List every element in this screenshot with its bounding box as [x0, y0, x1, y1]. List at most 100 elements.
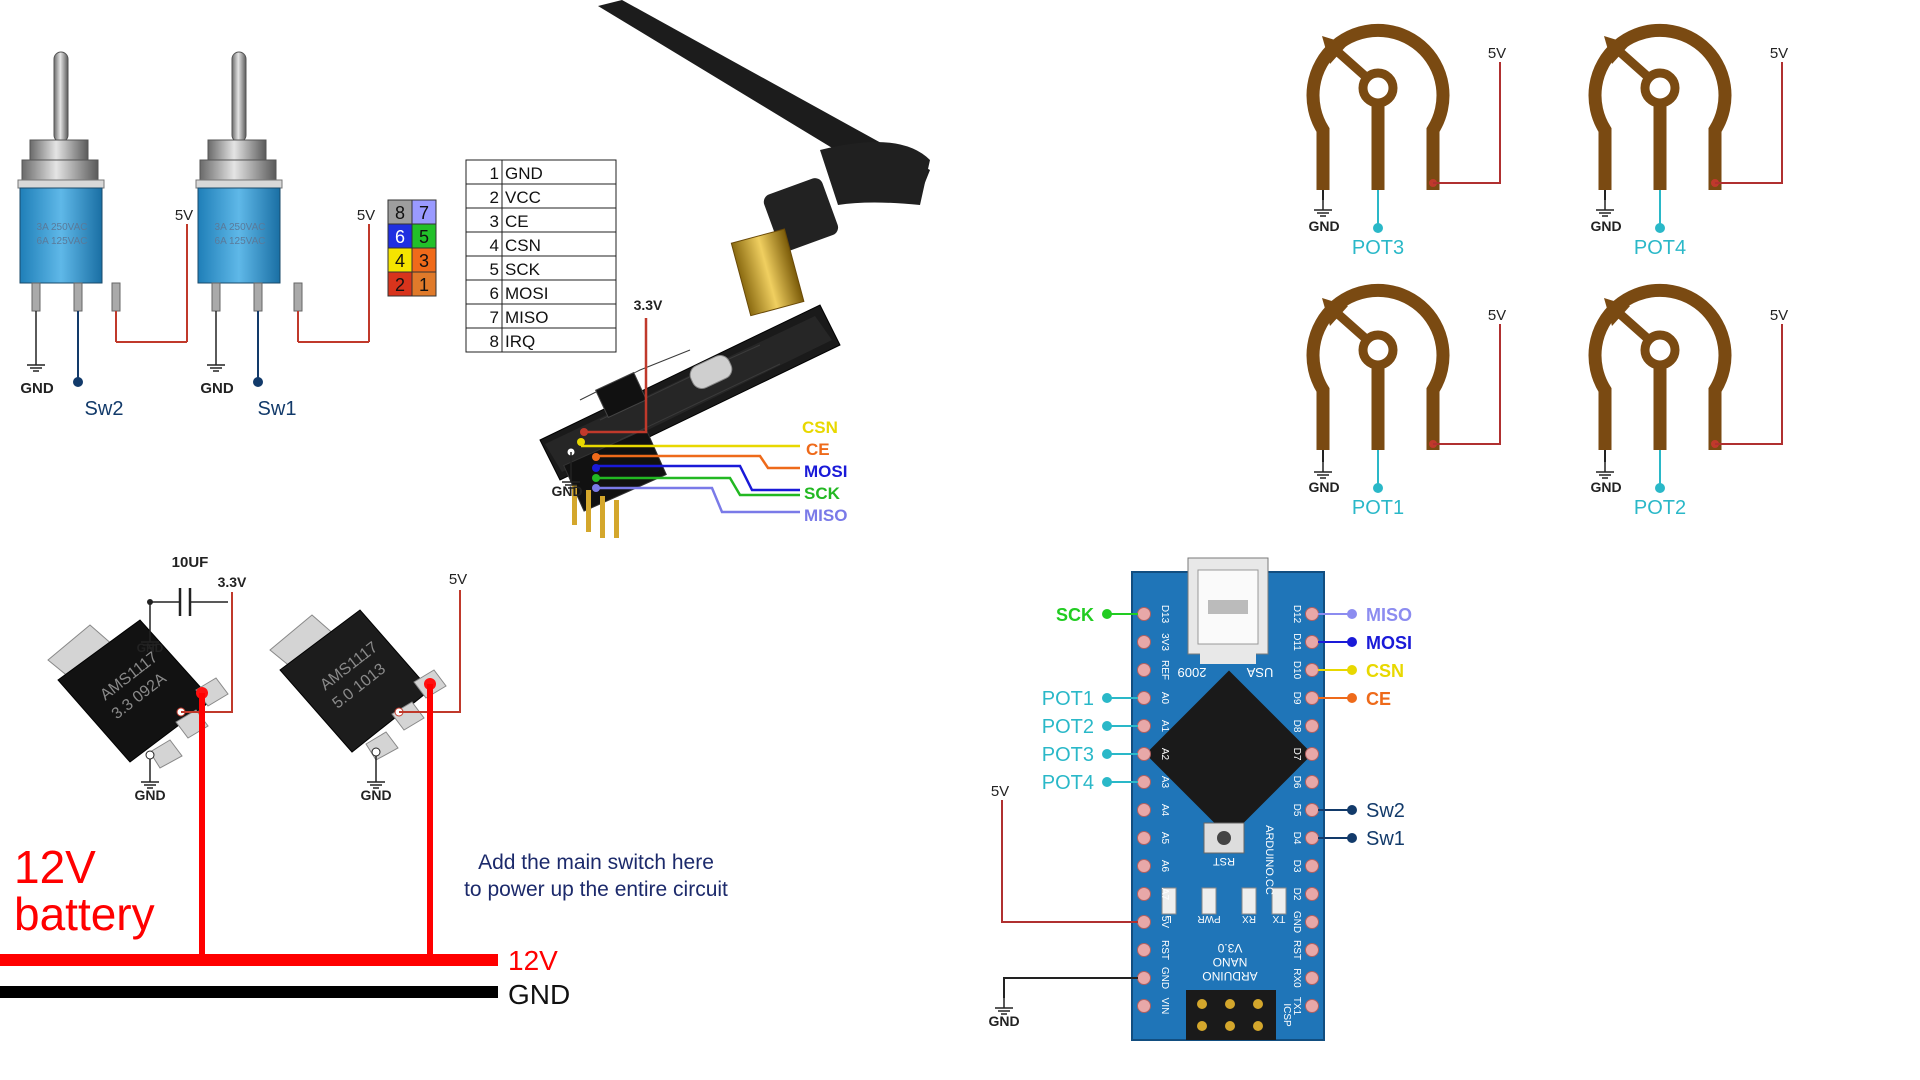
gnd-label: GND: [988, 1013, 1019, 1029]
power-rails: 12V GND 12V battery Add the main switch …: [0, 841, 728, 1010]
pin-name: IRQ: [505, 332, 535, 351]
toggle-switch-sw2: 3A 250VAC 6A 125VAC GND Sw2 5V: [17, 51, 193, 420]
grid-number: 4: [395, 251, 405, 271]
switch-rating-2: 6A 125VAC: [37, 236, 88, 247]
sw1-pin-label: Sw1: [1366, 828, 1405, 850]
pot4-pin-label: POT4: [1042, 772, 1094, 794]
pin-number: 6: [490, 284, 499, 303]
pin-name: SCK: [505, 260, 541, 279]
pin-label: D7: [1291, 748, 1302, 761]
pin-label: A1: [1159, 720, 1170, 733]
grid-cell: [387, 271, 413, 297]
pin-number: 4: [490, 236, 499, 255]
nrf-pin-table: 1 GND 2 VCC 3 CE 4 CSN 5 SCK 6 MOSI 7 MI…: [465, 159, 617, 353]
v5-label: 5V: [357, 207, 375, 224]
pin-label: GND: [1291, 911, 1302, 933]
pin-number: 8: [490, 332, 499, 351]
pin-name: CE: [505, 212, 529, 231]
sck-pin-label: SCK: [1056, 605, 1094, 625]
nano-left-pins: D13 3V3 REF A0 A1 A2 A3 A4 A5 A6 A7 5V R…: [1137, 605, 1170, 1014]
nrf24l01-module: [539, 0, 930, 538]
gnd-label: GND: [137, 641, 164, 655]
v5-label: 5V: [991, 783, 1009, 800]
pin-label: D9: [1291, 692, 1302, 705]
grid-cell: [411, 199, 437, 225]
switch-rating-1: 3A 250VAC: [215, 222, 266, 233]
grid-number: 8: [395, 203, 405, 223]
pin-label: D2: [1291, 888, 1302, 901]
pin-label: D4: [1291, 832, 1302, 845]
v5-label: 5V: [449, 571, 467, 588]
led-label: PWR: [1197, 913, 1220, 924]
pin-label: D6: [1291, 776, 1302, 789]
gnd-label: GND: [1590, 479, 1621, 495]
csn-pin-label: CSN: [1366, 661, 1404, 681]
rail-gnd-label: GND: [508, 979, 570, 1010]
pin-number: 2: [490, 188, 499, 207]
nano-right-connections: MISO MOSI CSN CE Sw2 Sw1: [1318, 605, 1412, 850]
gnd-label: GND: [1308, 479, 1339, 495]
sw1-label: Sw1: [258, 398, 297, 420]
header-pins: [572, 485, 619, 538]
capacitor-10uf: GND 10UF: [137, 554, 228, 655]
battery-label-line1: 12V: [14, 841, 96, 893]
pin-label: A7: [1159, 888, 1170, 901]
grid-number: 2: [395, 275, 405, 295]
gnd-label: GND: [360, 787, 391, 803]
pin-name: CSN: [505, 236, 541, 255]
pin-label: A5: [1159, 832, 1170, 845]
pin-name: VCC: [505, 188, 541, 207]
pin-label: D13: [1159, 605, 1170, 624]
pot3-label: POT3: [1352, 237, 1404, 259]
v5-label: 5V: [1770, 307, 1788, 324]
pot4-label: POT4: [1634, 237, 1686, 259]
board-rst: RST: [1213, 855, 1235, 867]
pin-label: A2: [1159, 748, 1170, 761]
nrf-wires: [570, 318, 800, 514]
grid-cell: [387, 247, 413, 273]
v5-label: 5V: [175, 207, 193, 224]
pin-label: A6: [1159, 860, 1170, 873]
v5-label: 5V: [1488, 45, 1506, 62]
pot-pot1: 5V GND POT1: [1306, 283, 1506, 519]
board-brand: ARDUINO.CC: [1263, 825, 1275, 895]
pin-label: D3: [1291, 860, 1302, 873]
nano-left-connections: SCK POT1 POT2 POT3 POT4 5V GND: [988, 605, 1138, 1029]
pin-label: 5V: [1159, 916, 1170, 929]
regulator-3v3: AMS1117 3.3 092A GND 3.3V GND 10UF: [47, 554, 247, 960]
pin-label: GND: [1159, 967, 1170, 989]
pin-number: 3: [490, 212, 499, 231]
csn-signal-label: CSN: [802, 418, 838, 437]
pin-number: 1: [490, 164, 499, 183]
switch-rating-1: 3A 250VAC: [37, 222, 88, 233]
pin-label: D8: [1291, 720, 1302, 733]
icsp-label: ICSP: [1281, 1003, 1292, 1027]
sw2-pin-label: Sw2: [1366, 800, 1405, 822]
v33-label: 3.3V: [634, 297, 663, 313]
capacitor-label: 10UF: [172, 554, 209, 571]
gnd-label: GND: [20, 380, 54, 397]
v5-label: 5V: [1488, 307, 1506, 324]
gnd-label: GND: [134, 787, 165, 803]
pin-name: MISO: [505, 308, 548, 327]
sw2-label: Sw2: [85, 398, 124, 420]
board-country: USA: [1246, 665, 1273, 680]
led-label: RX: [1242, 913, 1256, 924]
model-label: ARDUINO: [1202, 969, 1257, 983]
grid-number: 3: [419, 251, 429, 271]
rail-12v-label: 12V: [508, 945, 558, 976]
pin-label: REF: [1159, 660, 1170, 680]
main-switch-note-line1: Add the main switch here: [478, 851, 714, 874]
toggle-switch-sw1: 3A 250VAC 6A 125VAC GND Sw1 5V: [195, 51, 375, 420]
ce-signal-label: CE: [806, 440, 830, 459]
pot-pot3: 5V GND POT3: [1306, 23, 1506, 259]
grid-cell: [387, 223, 413, 249]
pot-pot2: 5V GND POT2: [1588, 283, 1788, 519]
miso-pin-label: MISO: [1366, 605, 1412, 625]
mosi-pin-label: MOSI: [1366, 633, 1412, 653]
v5-label: 5V: [1770, 45, 1788, 62]
grid-number: 6: [395, 227, 405, 247]
pot3-pin-label: POT3: [1042, 744, 1094, 766]
grid-number: 5: [419, 227, 429, 247]
